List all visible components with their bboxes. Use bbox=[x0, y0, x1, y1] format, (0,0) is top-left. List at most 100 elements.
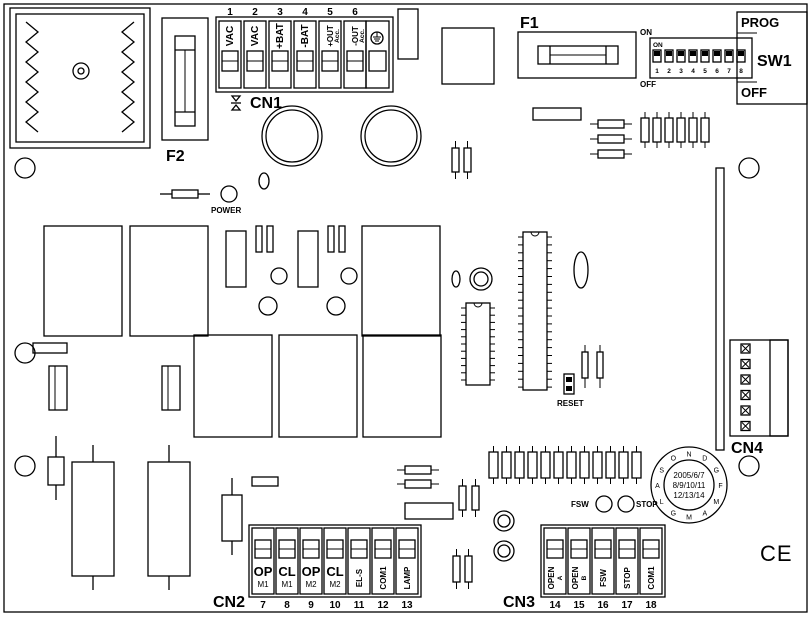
dial-letter: O bbox=[671, 456, 677, 463]
power-label: POWER bbox=[211, 206, 241, 215]
dip-number: 8 bbox=[739, 68, 743, 75]
cn1-terminal-3: 3 +BAT bbox=[268, 7, 292, 89]
cn4-connector bbox=[715, 167, 789, 451]
cn2-terminal-number: 13 bbox=[401, 600, 413, 611]
cn2-terminal-sublabel: M2 bbox=[329, 580, 341, 589]
cn3-label: CN3 bbox=[503, 594, 535, 611]
mounting-holes bbox=[14, 157, 760, 477]
left-small-components bbox=[32, 342, 181, 411]
fsw-led bbox=[595, 495, 613, 513]
block-component bbox=[397, 8, 419, 60]
resistor-array-top bbox=[451, 107, 710, 179]
cn1-label: CN1 bbox=[250, 95, 282, 112]
cn2-terminal-label: OP bbox=[254, 564, 273, 579]
cn1-terminal-sublabel: Acc. bbox=[334, 29, 341, 43]
cn2-terminal-label: EL-S bbox=[355, 568, 364, 587]
reset-jumper bbox=[563, 345, 604, 395]
svg-text:8/9/10/11: 8/9/10/11 bbox=[673, 481, 706, 490]
fuse-f2 bbox=[161, 17, 209, 141]
cn3-terminal-label: OPEN bbox=[571, 566, 580, 589]
cn2-terminal-sublabel: M1 bbox=[257, 580, 269, 589]
cn3-terminal-label: STOP bbox=[623, 567, 632, 589]
dip-number: 6 bbox=[715, 68, 719, 75]
cn1-terminal-number: 3 bbox=[277, 7, 283, 18]
cn1-terminal-label: VAC bbox=[225, 26, 236, 46]
stop-led bbox=[617, 495, 635, 513]
dip-number: 5 bbox=[703, 68, 707, 75]
dip-number: 3 bbox=[679, 68, 683, 75]
bottom-left-components bbox=[47, 436, 279, 590]
resistor-array-bottom bbox=[397, 446, 642, 589]
on-label-small: ON bbox=[640, 28, 652, 37]
dial-letter: M bbox=[713, 499, 719, 506]
dip-number: 1 bbox=[655, 68, 659, 75]
stop-label: STOP bbox=[636, 500, 658, 509]
cn3-terminal-label: COM1 bbox=[647, 566, 656, 590]
ce-mark: CE bbox=[760, 541, 793, 566]
cn2-terminal-number: 10 bbox=[329, 600, 341, 611]
cn1-terminal-number: 1 bbox=[227, 7, 233, 18]
fuse-f1 bbox=[517, 31, 637, 79]
fsw-label: FSW bbox=[571, 500, 589, 509]
capacitor-right bbox=[360, 105, 422, 167]
cn3-terminal-label: FSW bbox=[599, 569, 608, 587]
cn3-terminal-label: OPEN bbox=[547, 566, 556, 589]
cn1-terminal-sublabel: Acc. bbox=[359, 29, 366, 43]
dip-on-label: ON bbox=[653, 42, 663, 49]
dial-letter: S bbox=[659, 467, 664, 474]
dip-number: 2 bbox=[667, 68, 671, 75]
cn3-terminal-number: 15 bbox=[573, 600, 585, 611]
cn2-terminal-number: 12 bbox=[377, 600, 389, 611]
svg-text:12/13/14: 12/13/14 bbox=[673, 491, 705, 500]
transformer bbox=[9, 7, 151, 149]
dial-letter: L bbox=[660, 499, 664, 506]
dip-number: 7 bbox=[727, 68, 731, 75]
dial-letter: M bbox=[686, 515, 692, 522]
f1-label: F1 bbox=[520, 15, 539, 32]
dial-letter: D bbox=[702, 456, 707, 463]
relays bbox=[43, 225, 442, 438]
cn3-terminal-number: 18 bbox=[645, 600, 657, 611]
off-label-small: OFF bbox=[640, 80, 656, 89]
cn2-terminal-number: 8 bbox=[284, 600, 290, 611]
cn1-terminal-label: -OUT bbox=[351, 26, 360, 46]
cn2-terminal-sublabel: M2 bbox=[305, 580, 317, 589]
cn1-terminal-number: 6 bbox=[352, 7, 358, 18]
dial-letter: A bbox=[655, 483, 660, 490]
off-label: OFF bbox=[741, 85, 767, 100]
cn2-terminal-label: CL bbox=[326, 564, 343, 579]
cn2-terminal-label: OP bbox=[302, 564, 321, 579]
cn1-terminal-4: 4 -BAT bbox=[293, 7, 317, 89]
cn1-diode-symbol bbox=[230, 95, 242, 111]
dial-letter: G bbox=[671, 510, 676, 517]
dial-letter: N bbox=[686, 452, 691, 459]
svg-text:2005/6/7: 2005/6/7 bbox=[673, 471, 705, 480]
cn3-terminal-16: 16 FSW bbox=[591, 527, 615, 611]
cn1-terminal-number: 4 bbox=[302, 7, 308, 18]
cn3-terminal-18: 18 COM1 bbox=[639, 527, 663, 611]
reset-label: RESET bbox=[557, 399, 584, 408]
cn1-terminal-number: 2 bbox=[252, 7, 258, 18]
cn3-terminal-sublabel: A bbox=[557, 575, 564, 580]
dial-letter: A bbox=[702, 510, 707, 517]
cn1-terminal-label: +BAT bbox=[275, 23, 286, 49]
cn2-terminal-11: 11 EL-S bbox=[347, 527, 371, 611]
cn2-terminal-number: 11 bbox=[354, 600, 365, 611]
cn2-terminal-label: CL bbox=[278, 564, 295, 579]
cn3-terminal-number: 16 bbox=[597, 600, 609, 611]
cn1-terminal-label: -BAT bbox=[300, 24, 311, 47]
dial-letter: G bbox=[714, 467, 719, 474]
cn2-terminal-number: 7 bbox=[260, 600, 266, 611]
cn2-terminal-sublabel: M1 bbox=[281, 580, 293, 589]
